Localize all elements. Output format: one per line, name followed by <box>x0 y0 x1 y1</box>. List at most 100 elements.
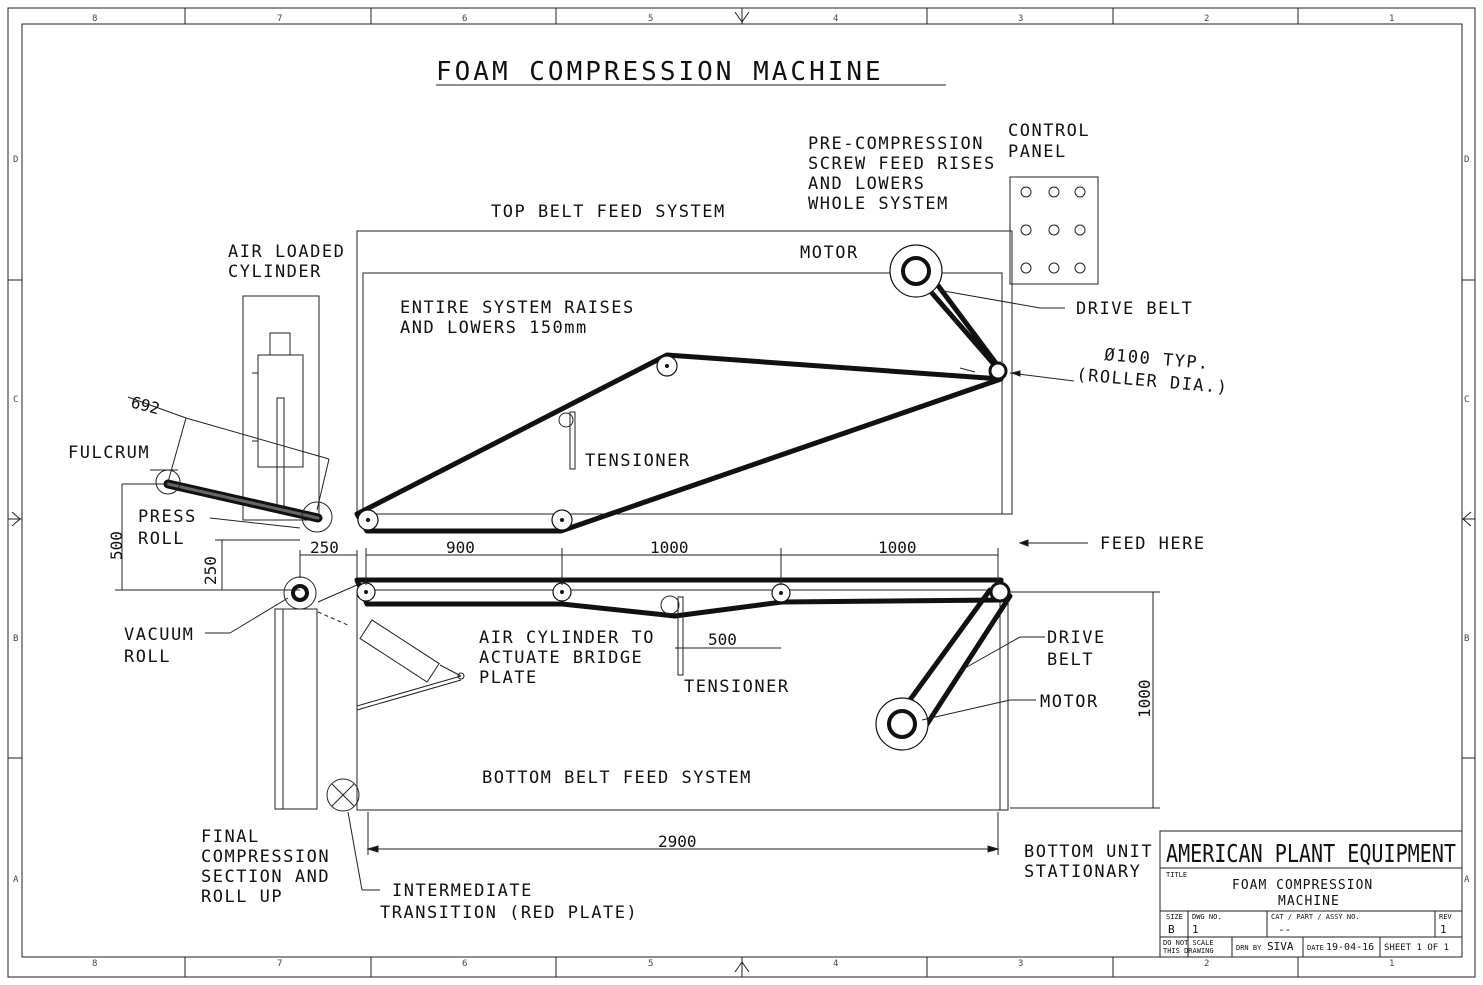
bridge-plate <box>317 584 358 603</box>
label-vacuum-roll: VACUUM <box>124 625 194 645</box>
title-block-cat-label: CAT / PART / ASSY NO. <box>1271 913 1360 921</box>
dim-500-left <box>115 483 300 591</box>
label-bottom-belt-system: BOTTOM BELT FEED SYSTEM <box>482 768 752 788</box>
zone-number: 8 <box>92 959 97 969</box>
title-block-size: B <box>1168 923 1175 936</box>
zone-number: 1 <box>1389 14 1394 24</box>
title-block-title: FOAM COMPRESSION <box>1232 878 1373 893</box>
zone-number: 4 <box>833 959 838 969</box>
title-block-cat: -- <box>1278 923 1291 936</box>
dim-250-horizontal <box>299 550 358 578</box>
label-intermediate-transition: TRANSITION (RED PLATE) <box>380 903 638 923</box>
label-entire-system: ENTIRE SYSTEM RAISES <box>400 298 635 318</box>
zone-number: 7 <box>277 14 282 24</box>
zone-number: 6 <box>462 14 467 24</box>
label-press-roll: PRESS <box>138 507 197 527</box>
roller-center <box>364 590 368 594</box>
top-leaders <box>937 289 1088 547</box>
zone-letter: A <box>13 875 19 885</box>
label-drive-belt-bottom: DRIVE <box>1047 628 1106 648</box>
dim-250-horizontal-label: 250 <box>310 538 339 557</box>
zone-number: 7 <box>277 959 282 969</box>
label-bottom-unit: STATIONARY <box>1024 862 1141 882</box>
inner-frame <box>21 23 1463 958</box>
drawing-title: FOAM COMPRESSION MACHINE <box>436 57 884 87</box>
title-block-company: AMERICAN PLANT EQUIPMENT <box>1166 839 1456 868</box>
zone-numbers-bottom: 8 7 6 5 4 3 2 1 <box>92 959 1394 969</box>
roller-center <box>665 364 669 368</box>
zone-letter: C <box>1464 395 1469 405</box>
label-final-compression: FINAL <box>201 827 260 847</box>
title-block-sheet: SHEET 1 OF 1 <box>1384 943 1449 953</box>
press-roll <box>301 501 333 533</box>
title-block-size-label: SIZE <box>1166 913 1183 921</box>
label-control-panel: PANEL <box>1008 142 1067 162</box>
air-loaded-cylinder <box>242 295 320 521</box>
final-compression-section <box>274 608 318 810</box>
title-block-rev: 1 <box>1440 923 1447 936</box>
zone-number: 8 <box>92 14 97 24</box>
zone-number: 3 <box>1018 959 1023 969</box>
dim-1000-vertical <box>1010 591 1160 809</box>
zone-letters: D C B A D C B A <box>13 155 1470 885</box>
zone-number: 2 <box>1204 959 1209 969</box>
label-vacuum-roll: ROLL <box>124 647 171 667</box>
label-tensioner-top: TENSIONER <box>585 451 691 471</box>
top-motor-pulley <box>889 244 943 298</box>
bottom-drive-roller <box>989 581 1011 603</box>
label-air-cylinder: ACTUATE BRIDGE <box>479 648 643 668</box>
roller-center <box>560 518 564 522</box>
zone-number: 4 <box>833 14 838 24</box>
bottom-leaders <box>205 597 1045 891</box>
label-final-compression: SECTION AND <box>201 867 330 887</box>
centering-marks <box>8 8 1475 977</box>
control-panel-buttons <box>1020 186 1086 274</box>
label-air-loaded-cylinder: CYLINDER <box>228 262 322 282</box>
title-block-title: MACHINE <box>1278 894 1340 909</box>
dim-692 <box>127 396 330 511</box>
top-motor-hub <box>901 256 931 286</box>
zone-number: 1 <box>1389 959 1394 969</box>
title-block-dwg: 1 <box>1192 923 1199 936</box>
dim-2900 <box>366 812 1000 855</box>
bridge-plate-alt <box>317 611 351 627</box>
top-conveyor-belt <box>354 352 1004 534</box>
label-top-belt-system: TOP BELT FEED SYSTEM <box>491 202 726 222</box>
title-block-noscale: THIS DRAWING <box>1163 947 1214 955</box>
roll-cross <box>331 783 355 807</box>
label-drive-belt-bottom: BELT <box>1047 650 1094 670</box>
air-cylinder <box>356 619 465 711</box>
label-fulcrum: FULCRUM <box>68 443 150 463</box>
dim-1000-a-label: 1000 <box>650 538 689 557</box>
bottom-tensioner <box>660 595 684 676</box>
label-motor-top: MOTOR <box>800 243 859 263</box>
top-drive-roller <box>988 361 1008 381</box>
roller-center <box>560 590 564 594</box>
zone-number: 3 <box>1018 14 1023 24</box>
roller-center <box>779 591 783 595</box>
label-intermediate-transition: INTERMEDIATE <box>392 881 533 901</box>
bottom-motor-pulley <box>875 697 929 751</box>
title-block-drn: SIVA <box>1267 940 1294 953</box>
bottom-conveyor-belt <box>354 577 1004 619</box>
dim-250-vertical <box>215 539 300 590</box>
label-air-cylinder: PLATE <box>479 668 538 688</box>
label-entire-system: AND LOWERS 150mm <box>400 318 588 338</box>
zone-letter: B <box>13 634 18 644</box>
label-air-loaded-cylinder: AIR LOADED <box>228 242 345 262</box>
top-inner-frame <box>362 272 1003 515</box>
label-pre-compression: PRE-COMPRESSION <box>808 134 984 154</box>
zone-letter: B <box>1464 634 1469 644</box>
zone-letter: A <box>1464 875 1470 885</box>
zone-letter: D <box>13 155 18 165</box>
label-final-compression: COMPRESSION <box>201 847 330 867</box>
zone-number: 5 <box>648 14 653 24</box>
label-control-panel: CONTROL <box>1008 121 1090 141</box>
dim-500-left-label: 500 <box>107 531 126 560</box>
label-pre-compression: WHOLE SYSTEM <box>808 194 949 214</box>
title-block-date-label: DATE <box>1307 944 1324 952</box>
dim-900-label: 900 <box>446 538 475 557</box>
label-pre-compression: SCREW FEED RISES <box>808 154 996 174</box>
press-arm-inner <box>166 482 320 520</box>
